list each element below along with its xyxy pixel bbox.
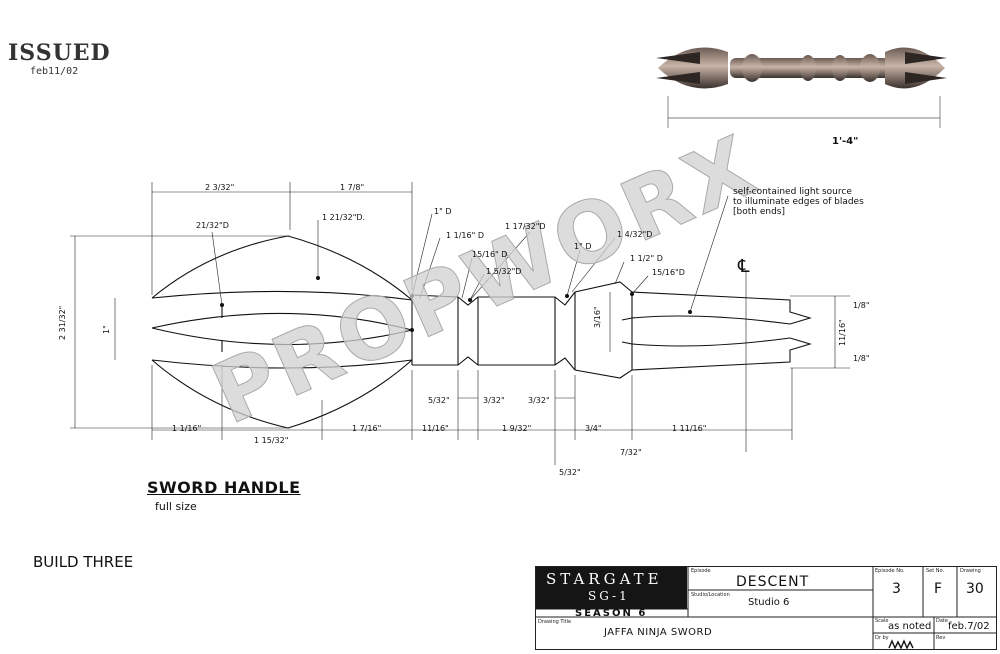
dia-label-9: 1 1/2" D <box>630 254 663 263</box>
dim-bottom-2: 1 7/16" <box>352 424 382 433</box>
episode-no: 3 <box>892 581 901 597</box>
date-label: Date <box>936 618 948 624</box>
dim-end-bottom: 1/8" <box>853 354 870 363</box>
dim-end-height: 11/16" <box>838 319 847 346</box>
dim-bottom-3: 11/16" <box>422 424 449 433</box>
preview-length-label: 1'-4" <box>832 136 859 147</box>
issued-date: feb11/02 <box>30 66 79 77</box>
episode-no-label: Episode No. <box>875 568 905 574</box>
reference-points <box>220 276 692 332</box>
build-label: BUILD THREE <box>33 553 134 571</box>
watermark: PROPWORX <box>198 116 772 443</box>
dim-lower-3: 7/32" <box>620 448 642 457</box>
scale-field-label: Scale <box>875 618 889 624</box>
studio-label: Studio/Location <box>691 592 730 598</box>
dim-end-top: 1/8" <box>853 301 870 310</box>
sword-preview-render <box>656 47 947 128</box>
drawing-title-value: JAFFA NINJA SWORD <box>604 627 713 638</box>
drawing-no-label: Drawing <box>960 568 981 574</box>
dim-lower-2: 3/32" <box>528 396 550 405</box>
dia-label-2: 1" D <box>434 207 452 216</box>
issued-stamp: ISSUED <box>8 40 111 66</box>
dia-label-0: 21/32"D <box>196 221 229 230</box>
date-value: feb.7/02 <box>948 621 990 632</box>
dim-inner: 1" <box>102 325 111 334</box>
set-no-label: Set No. <box>926 568 945 574</box>
studio-name: Studio 6 <box>748 597 790 608</box>
drawing-title: SWORD HANDLE <box>147 478 301 497</box>
dim-lower-0: 5/32" <box>428 396 450 405</box>
dim-overall-height: 2 31/32" <box>58 305 67 340</box>
drawing-title-label: Drawing Title <box>538 619 572 625</box>
dim-collar: 3/16" <box>593 306 602 328</box>
dim-top-1: 1 7/8" <box>340 183 365 192</box>
dim-bottom-5: 3/4" <box>585 424 602 433</box>
season-label: SEASON 6 <box>575 608 648 619</box>
centerline-symbol: ℄ <box>738 256 750 277</box>
dia-label-8: 1 4/32"D <box>617 230 653 239</box>
dia-label-4: 1 17/32"D <box>505 222 546 231</box>
dim-lower-4: 5/32" <box>559 468 581 477</box>
logo-line-1: STARGATE <box>546 570 663 588</box>
logo-line-2: SG-1 <box>588 589 630 603</box>
dia-label-1: 1 21/32"D. <box>322 213 366 222</box>
drawing-no: 30 <box>966 581 984 597</box>
set-no: F <box>934 581 943 597</box>
drawing-subtitle: full size <box>155 500 197 513</box>
dim-bottom-1: 1 15/32" <box>254 436 289 445</box>
episode-label: Episode <box>691 568 711 574</box>
dia-label-3: 1 1/16" D <box>446 231 484 240</box>
dim-bottom-6: 1 11/16" <box>672 424 707 433</box>
title-block-grid <box>536 567 996 649</box>
stargate-logo: STARGATE SG-1 <box>536 567 687 609</box>
scale-value: as noted <box>888 621 932 632</box>
light-source-note: self-contained light source to illuminat… <box>733 187 864 217</box>
dia-label-5: 15/16" D <box>472 250 508 259</box>
dim-bottom-0: 1 1/16" <box>172 424 202 433</box>
dimension-lines <box>70 182 850 465</box>
dim-bottom-4: 1 9/32" <box>502 424 532 433</box>
episode-name: DESCENT <box>736 574 810 590</box>
rev-label: Rev <box>936 635 946 641</box>
drawn-by-signature <box>888 635 914 650</box>
dia-label-6: 1 5/32"D <box>486 267 522 276</box>
drawn-by-label: Dr by <box>875 635 889 641</box>
dia-label-7: 1" D <box>574 242 592 251</box>
dia-label-10: 15/16"D <box>652 268 685 277</box>
dim-lower-1: 3/32" <box>483 396 505 405</box>
dim-top-0: 2 3/32" <box>205 183 235 192</box>
